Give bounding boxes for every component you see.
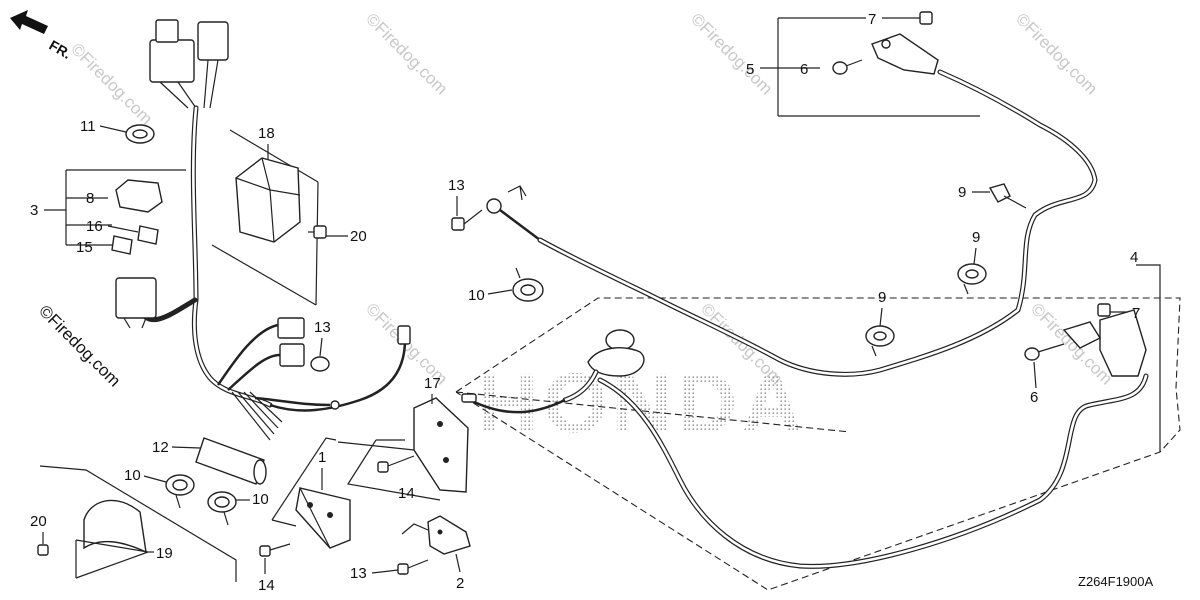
callout-20: 20 [350,228,367,245]
callout-14: 14 [398,485,415,502]
part-13-bolt [451,209,483,231]
callout-2: 2 [456,575,464,592]
watermark-text: ©Firedog.com [362,9,451,98]
part-12-tube [195,437,267,485]
part-10-clamp [165,474,195,509]
callout-1: 1 [318,449,326,466]
positive-cable [461,329,1149,569]
callout-15: 15 [76,239,93,256]
callout-19: 19 [156,545,173,562]
leader-lines [401,523,429,535]
wire-harness [115,19,411,441]
callout-7: 7 [868,11,876,28]
leader-lines [347,439,441,501]
part-20-bolt [37,544,49,556]
callout-3: 3 [30,202,38,219]
callout-10: 10 [252,491,269,508]
part-9-clip [865,325,895,357]
callout-4: 4 [1130,249,1138,266]
part-11-clip [125,124,155,144]
leader-lines [1136,264,1161,452]
callout-13: 13 [350,565,367,582]
callout-9: 9 [958,184,966,201]
watermark-text: ©Firedog.com [687,9,776,98]
part-18-module [235,157,301,243]
part-16-fuse [137,225,159,245]
callout-8: 8 [86,190,94,207]
part-13-bolt [397,559,429,575]
watermark-text-dark: ©Firedog.com [35,301,124,390]
leader-lines [39,465,237,582]
leader-lines [271,437,337,521]
cable-panel-outline [455,391,851,433]
callout-numbers: 1 2 3 4 5 6 6 7 7 8 9 9 9 10 10 [30,11,1140,594]
callout-12: 12 [152,439,169,456]
part-2-bracket [427,515,471,555]
leader-lines [337,441,415,451]
watermark-text: ©Firedog.com [67,39,156,128]
callout-18: 18 [258,125,275,142]
leader-lines [315,181,319,306]
callout-16: 16 [86,218,103,235]
part-7-nut [919,11,933,25]
watermark-text: ©Firedog.com [1012,9,1101,98]
part-1-bracket [295,487,351,549]
callout-13: 13 [314,319,331,336]
part-14-bolt [377,455,415,473]
callout-17: 17 [424,375,441,392]
part-13-bolt [310,356,330,372]
callout-6: 6 [1030,389,1038,406]
part-9-clip [957,263,987,295]
leader-lines [75,539,149,579]
part-17-bracket [413,397,469,493]
leader-lines [65,169,186,246]
negative-cable [486,69,1098,377]
callout-6: 6 [800,61,808,78]
part-10-clamp [512,267,544,302]
front-direction-arrow-icon: FR. [10,10,74,62]
part-6-bolt [1024,343,1065,361]
callout-11: 11 [80,118,96,135]
front-direction-label: FR. [47,37,75,62]
callout-5: 5 [746,61,754,78]
callout-9: 9 [972,229,980,246]
part-8-fuse-cover [115,179,163,213]
callout-7: 7 [1132,305,1140,322]
part-5-terminal-cover [871,33,939,75]
part-15-fuse [111,235,133,255]
diagram-code: Z264F1900A [1078,574,1153,589]
leader-lines [211,129,319,306]
part-14-bolt [259,543,291,557]
callout-10: 10 [468,287,485,304]
watermarks: ©Firedog.com ©Firedog.com ©Firedog.com ©… [35,9,1116,390]
brand-watermark: HONDA [478,356,806,450]
part-20-bolt [308,225,327,239]
callout-13: 13 [448,177,465,194]
callout-10: 10 [124,467,141,484]
callout-14: 14 [258,577,275,594]
callout-20: 20 [30,513,47,530]
part-6-bolt [832,59,863,75]
part-7-nut [1097,303,1111,317]
part-9-clip [988,183,1027,209]
callout-9: 9 [878,289,886,306]
part-4-terminal-cover [1062,309,1147,377]
leader-lines [271,519,297,527]
part-10-clamp [207,491,237,526]
leader-lines [777,17,980,117]
part-19-guard [83,499,147,554]
